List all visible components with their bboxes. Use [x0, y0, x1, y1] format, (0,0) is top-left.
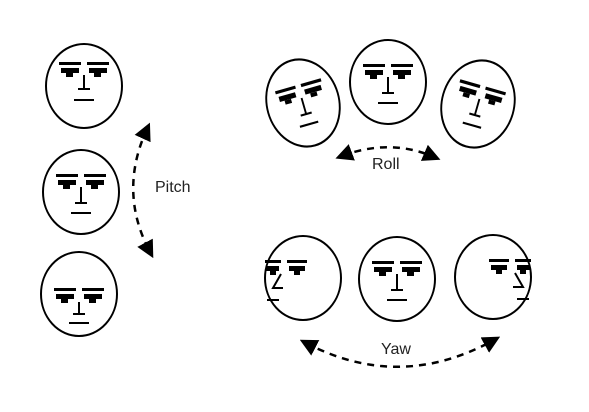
roll-right-face — [430, 50, 526, 158]
yaw-right-face — [454, 234, 532, 320]
roll-left-face — [255, 49, 351, 157]
pitch-down-face — [40, 251, 118, 337]
pitch-neutral-face — [42, 149, 120, 235]
pitch-arrow — [132, 122, 154, 259]
roll-label: Roll — [372, 156, 400, 173]
pitch-up-face — [45, 43, 123, 129]
yaw-left-face — [264, 235, 342, 321]
yaw-label: Yaw — [381, 341, 411, 358]
yaw-neutral-face — [358, 236, 436, 322]
roll-neutral-face — [349, 39, 427, 125]
pitch-label: Pitch — [155, 179, 191, 196]
yaw-arrow — [299, 336, 501, 368]
roll-arrow — [335, 144, 441, 161]
